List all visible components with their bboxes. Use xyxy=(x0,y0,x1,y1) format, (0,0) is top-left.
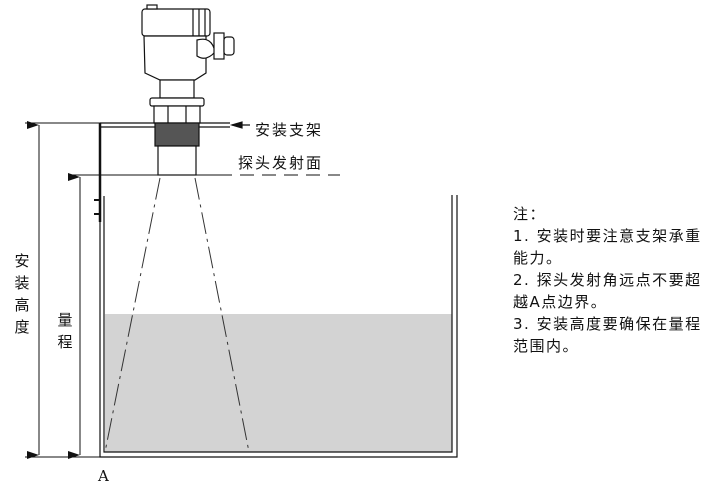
beam-cone xyxy=(104,177,250,453)
install-height-dimension xyxy=(25,121,100,459)
tank xyxy=(94,123,458,458)
range-label: 量程 xyxy=(57,311,73,351)
notes-title: 注： xyxy=(513,205,547,223)
notes: 注： 1. 安装时要注意支架承重 能力。 2. 探头发射角远点不要超 越A点边界… xyxy=(513,203,713,357)
install-height-label: 安装高度 xyxy=(14,252,30,336)
note-line: 1. 安装时要注意支架承重 xyxy=(513,227,702,245)
note-line: 越A点边界。 xyxy=(513,293,608,311)
radar-sensor xyxy=(141,4,235,176)
note-line: 3. 安装高度要确保在量程 xyxy=(513,315,702,333)
point-a-label: A xyxy=(98,467,111,485)
note-line: 能力。 xyxy=(513,249,563,267)
mount-bracket-label: 安装支架 xyxy=(255,121,324,139)
note-line: 2. 探头发射角远点不要超 xyxy=(513,271,702,289)
range-dimension xyxy=(68,173,100,459)
probe-face-label: 探头发射面 xyxy=(238,154,324,172)
liquid xyxy=(105,314,452,452)
note-line: 范围内。 xyxy=(513,337,580,355)
